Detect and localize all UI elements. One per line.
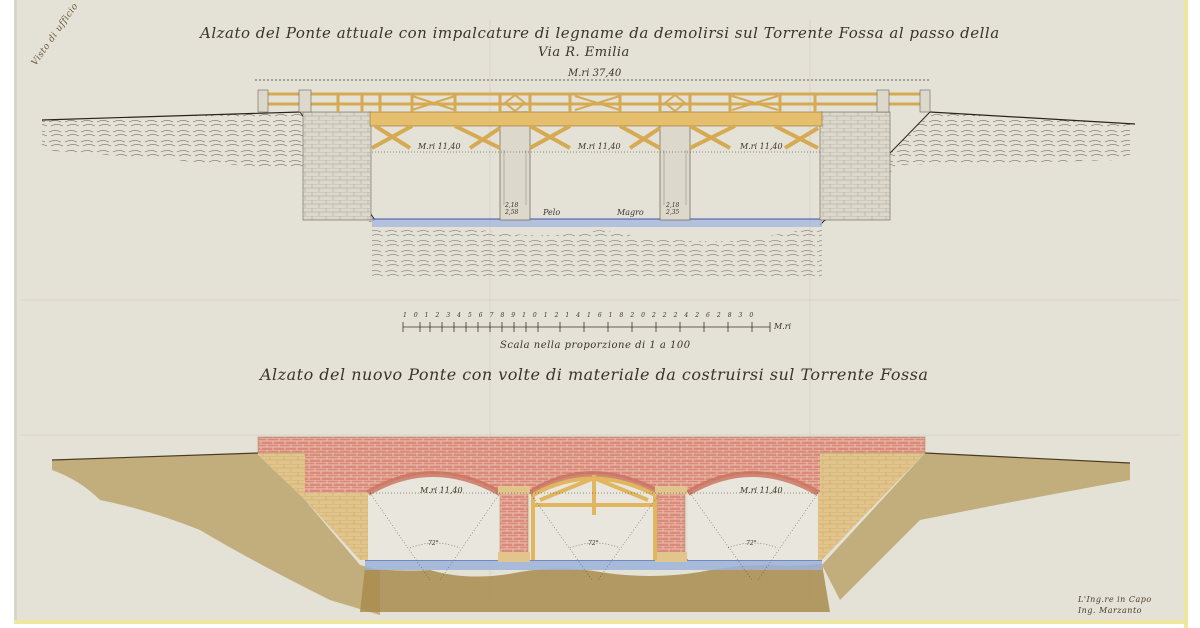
existing-bridge-title: Alzato del Ponte attuale con impalcature… xyxy=(200,24,1000,42)
new-bridge-title: Alzato del nuovo Ponte con volte di mate… xyxy=(260,365,929,384)
angle-label-2: 72° xyxy=(588,540,599,547)
span-label-3: M.ri 11,40 xyxy=(740,142,783,151)
scale-caption: Scala nella proporzione di 1 a 100 xyxy=(500,340,691,351)
signature: L'Ing.re in Capo Ing. Marzanto xyxy=(1078,594,1152,616)
water-label-magro: Magro xyxy=(617,208,644,217)
new-bridge-elevation xyxy=(51,436,1131,615)
existing-bridge-elevation xyxy=(41,79,1136,280)
angle-label-1: 72° xyxy=(428,540,439,547)
angle-label-3: 72° xyxy=(746,540,757,547)
new-span-label-2: M.ri 11,40 xyxy=(740,486,783,495)
new-span-label-1: M.ri 11,40 xyxy=(420,486,463,495)
pier-mark-1a: 2,18 xyxy=(505,202,519,209)
span-label-2: M.ri 11,40 xyxy=(578,142,621,151)
total-span-label: M.ri 37,40 xyxy=(568,68,622,79)
mount-border-right xyxy=(1184,0,1200,628)
pier-mark-2b: 2,35 xyxy=(666,209,680,216)
pier-mark-2a: 2,18 xyxy=(666,202,680,209)
mount-border-bottom xyxy=(14,620,1188,624)
scale-bar-ticks: 101234567891012141618202224262830 xyxy=(403,312,761,319)
signature-line-2: Ing. Marzanto xyxy=(1078,606,1142,615)
signature-line-1: L'Ing.re in Capo xyxy=(1078,595,1152,604)
water-label-pelo: Pelo xyxy=(543,208,561,217)
pier-mark-1b: 2,58 xyxy=(505,209,519,216)
scale-bar xyxy=(402,322,771,332)
existing-bridge-title-line2: Via R. Emilia xyxy=(538,45,630,60)
scale-unit: M.ri xyxy=(774,322,792,331)
span-label-1: M.ri 11,40 xyxy=(418,142,461,151)
